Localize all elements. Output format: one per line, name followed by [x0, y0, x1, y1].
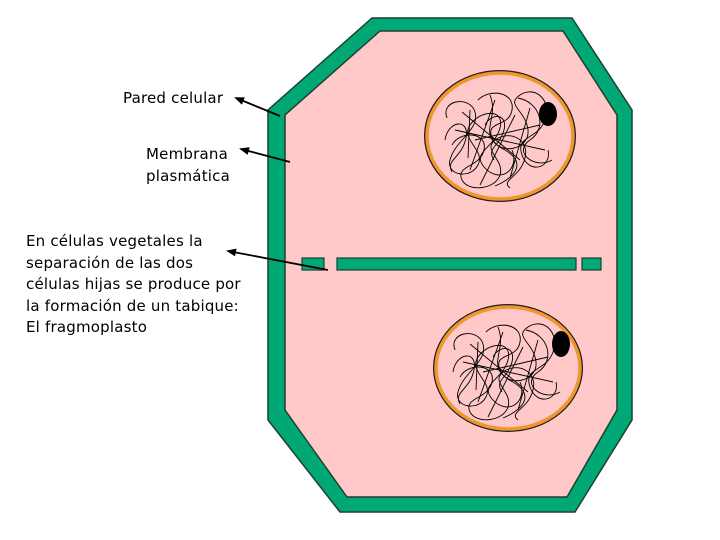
cell-wall-label: Pared celular	[123, 89, 224, 107]
plasma-membrane-arrow	[239, 147, 291, 163]
phragmoplast-segment-right	[581, 257, 602, 271]
phragmoplast-note-label: En células vegetales la separación de la…	[26, 232, 241, 336]
nucleus-bottom	[433, 304, 583, 432]
plasma-membrane-label: Membrana plasmática	[146, 145, 230, 185]
phragmoplast-segment-middle	[336, 257, 577, 271]
chromatin-bottom	[452, 323, 561, 421]
nucleolus-top	[539, 102, 557, 126]
nucleus-top	[424, 70, 576, 202]
chromatin-top	[444, 91, 553, 189]
cell-wall-arrow	[234, 97, 281, 117]
phragmoplast-arrow	[226, 248, 329, 271]
nucleolus-bottom	[552, 331, 570, 357]
